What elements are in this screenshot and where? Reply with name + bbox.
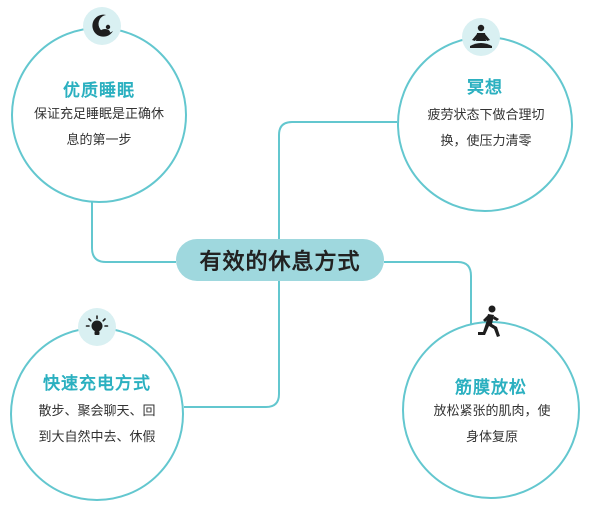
connector-sleep	[91, 196, 176, 263]
node-sleep-title: 优质睡眠	[63, 81, 135, 101]
node-recharge: 快速充电方式 散步、聚会聊天、回 到大自然中去、休假	[10, 327, 184, 501]
meditation-icon	[462, 18, 500, 56]
node-meditation: 冥想 疲劳状态下做合理切 换，使压力清零	[397, 36, 573, 212]
connector-recharge	[184, 281, 280, 408]
node-relax-line-2: 身体复原	[465, 430, 518, 445]
node-recharge-title: 快速充电方式	[43, 374, 151, 394]
node-meditation-line-1: 疲劳状态下做合理切	[427, 108, 545, 123]
connector-relax	[384, 261, 472, 340]
center-topic: 有效的休息方式	[176, 239, 384, 281]
moon-sleep-icon	[83, 7, 121, 45]
node-meditation-title: 冥想	[467, 78, 503, 98]
node-recharge-line-2: 到大自然中去、休假	[38, 430, 156, 445]
node-relax-line-1: 放松紧张的肌肉，使	[433, 404, 551, 419]
node-sleep-line-1: 保证充足睡眠是正确休	[33, 107, 164, 122]
lightbulb-icon	[78, 308, 116, 346]
connector-meditation	[278, 121, 397, 239]
node-meditation-line-2: 换，使压力清零	[440, 134, 532, 149]
node-sleep-line-2: 息的第一步	[66, 133, 132, 148]
node-sleep: 优质睡眠 保证充足睡眠是正确休 息的第一步	[11, 27, 187, 203]
running-person-icon	[471, 303, 509, 341]
center-topic-title: 有效的休息方式	[199, 250, 361, 275]
node-recharge-line-1: 散步、聚会聊天、回	[38, 404, 156, 419]
node-relax: 筋膜放松 放松紧张的肌肉，使 身体复原	[402, 321, 580, 499]
node-relax-title: 筋膜放松	[455, 378, 527, 398]
